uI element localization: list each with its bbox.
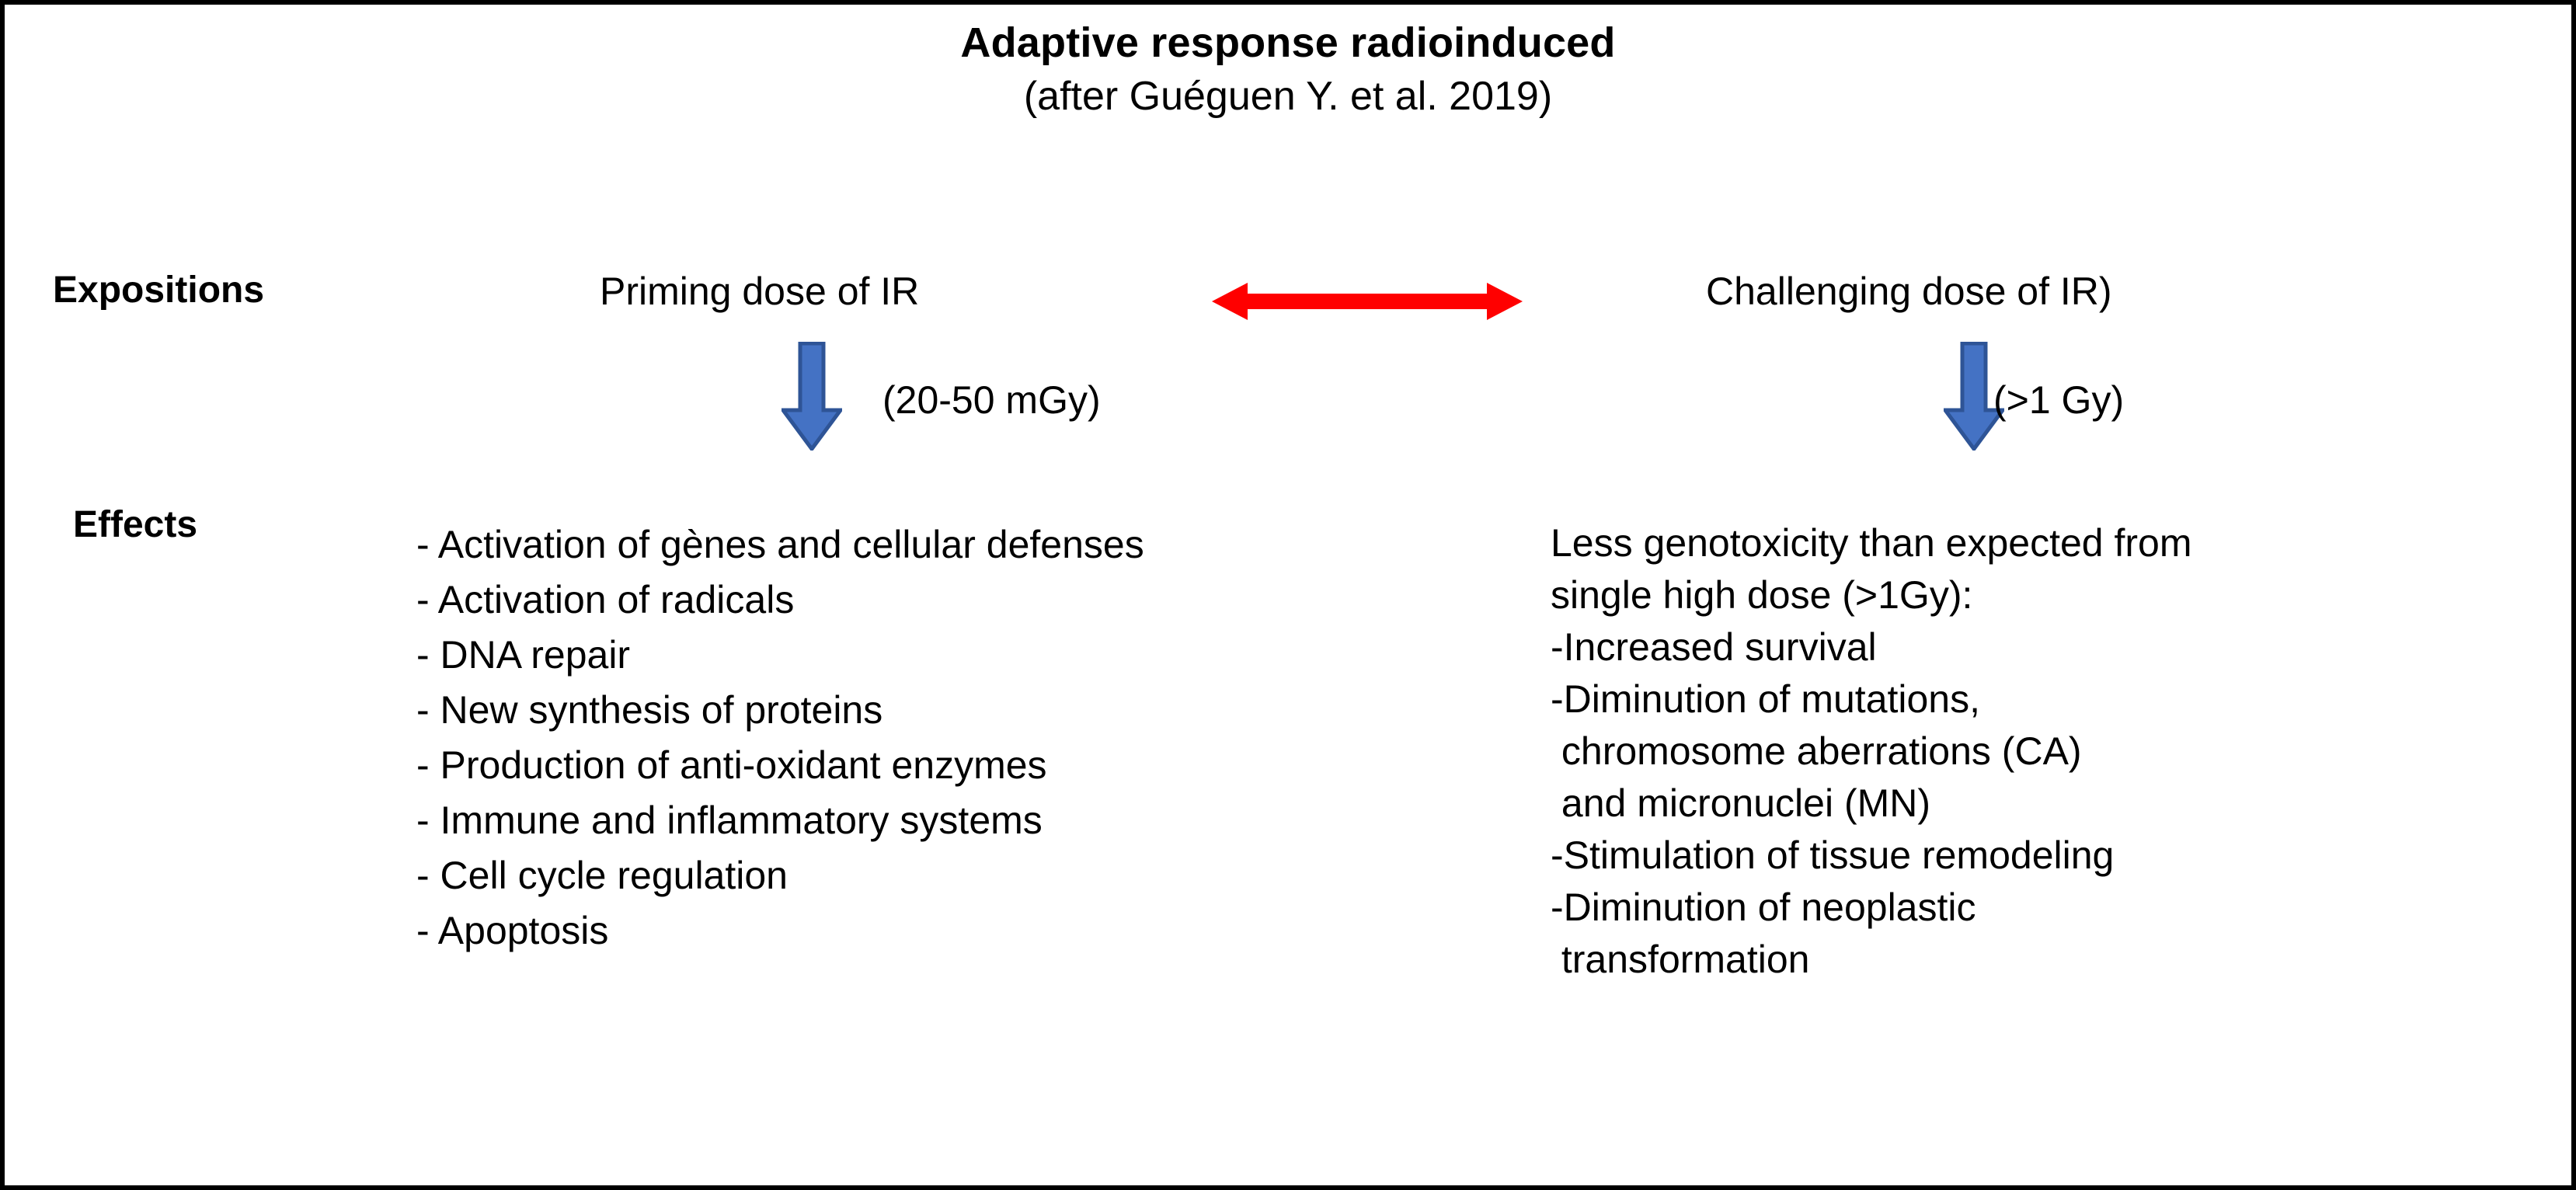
left-effects-list: - Activation of gènes and cellular defen… bbox=[416, 517, 1450, 959]
right-effects-list: Less genotoxicity than expected from sin… bbox=[1551, 517, 2537, 986]
figure-subtitle: (after Guéguen Y. et al. 2019) bbox=[1023, 73, 1553, 119]
figure-title: Adaptive response radioinduced bbox=[960, 19, 1616, 66]
list-item: -Stimulation of tissue remodeling bbox=[1551, 833, 2115, 877]
list-item: - Immune and inflammatory systems bbox=[416, 799, 1043, 842]
list-item: and micronuclei (MN) bbox=[1551, 781, 1931, 825]
list-item: -Diminution of mutations, bbox=[1551, 677, 1981, 721]
left-exposure-heading: Priming dose of IR bbox=[600, 270, 920, 313]
list-item: chromosome aberrations (CA) bbox=[1551, 729, 2082, 773]
list-item: transformation bbox=[1551, 938, 1810, 981]
right-dose-label: (>1 Gy) bbox=[1993, 378, 2125, 422]
double-headed-horizontal-arrow-icon bbox=[1212, 278, 1523, 325]
row-label-effects: Effects bbox=[73, 504, 198, 545]
list-item: -Diminution of neoplastic bbox=[1551, 886, 1976, 929]
left-down-arrow-icon bbox=[779, 341, 844, 453]
list-item: - Production of anti-oxidant enzymes bbox=[416, 743, 1047, 787]
list-item: - Apoptosis bbox=[416, 909, 609, 952]
list-item: - Cell cycle regulation bbox=[416, 854, 788, 897]
list-item: - New synthesis of proteins bbox=[416, 688, 883, 732]
list-item: -Increased survival bbox=[1551, 625, 1877, 669]
list-item: - Activation of gènes and cellular defen… bbox=[416, 523, 1144, 566]
right-down-arrow-icon bbox=[1941, 341, 2007, 453]
list-item: - Activation of radicals bbox=[416, 578, 795, 621]
row-label-expositions: Expositions bbox=[53, 270, 265, 311]
list-item: Less genotoxicity than expected from bbox=[1551, 521, 2192, 565]
left-dose-label: (20-50 mGy) bbox=[882, 378, 1101, 422]
right-exposure-heading: Challenging dose of IR) bbox=[1706, 270, 2112, 313]
list-item: - DNA repair bbox=[416, 633, 631, 677]
title-block: Adaptive response radioinduced (after Gu… bbox=[5, 19, 2571, 120]
list-item: single high dose (>1Gy): bbox=[1551, 573, 1973, 617]
